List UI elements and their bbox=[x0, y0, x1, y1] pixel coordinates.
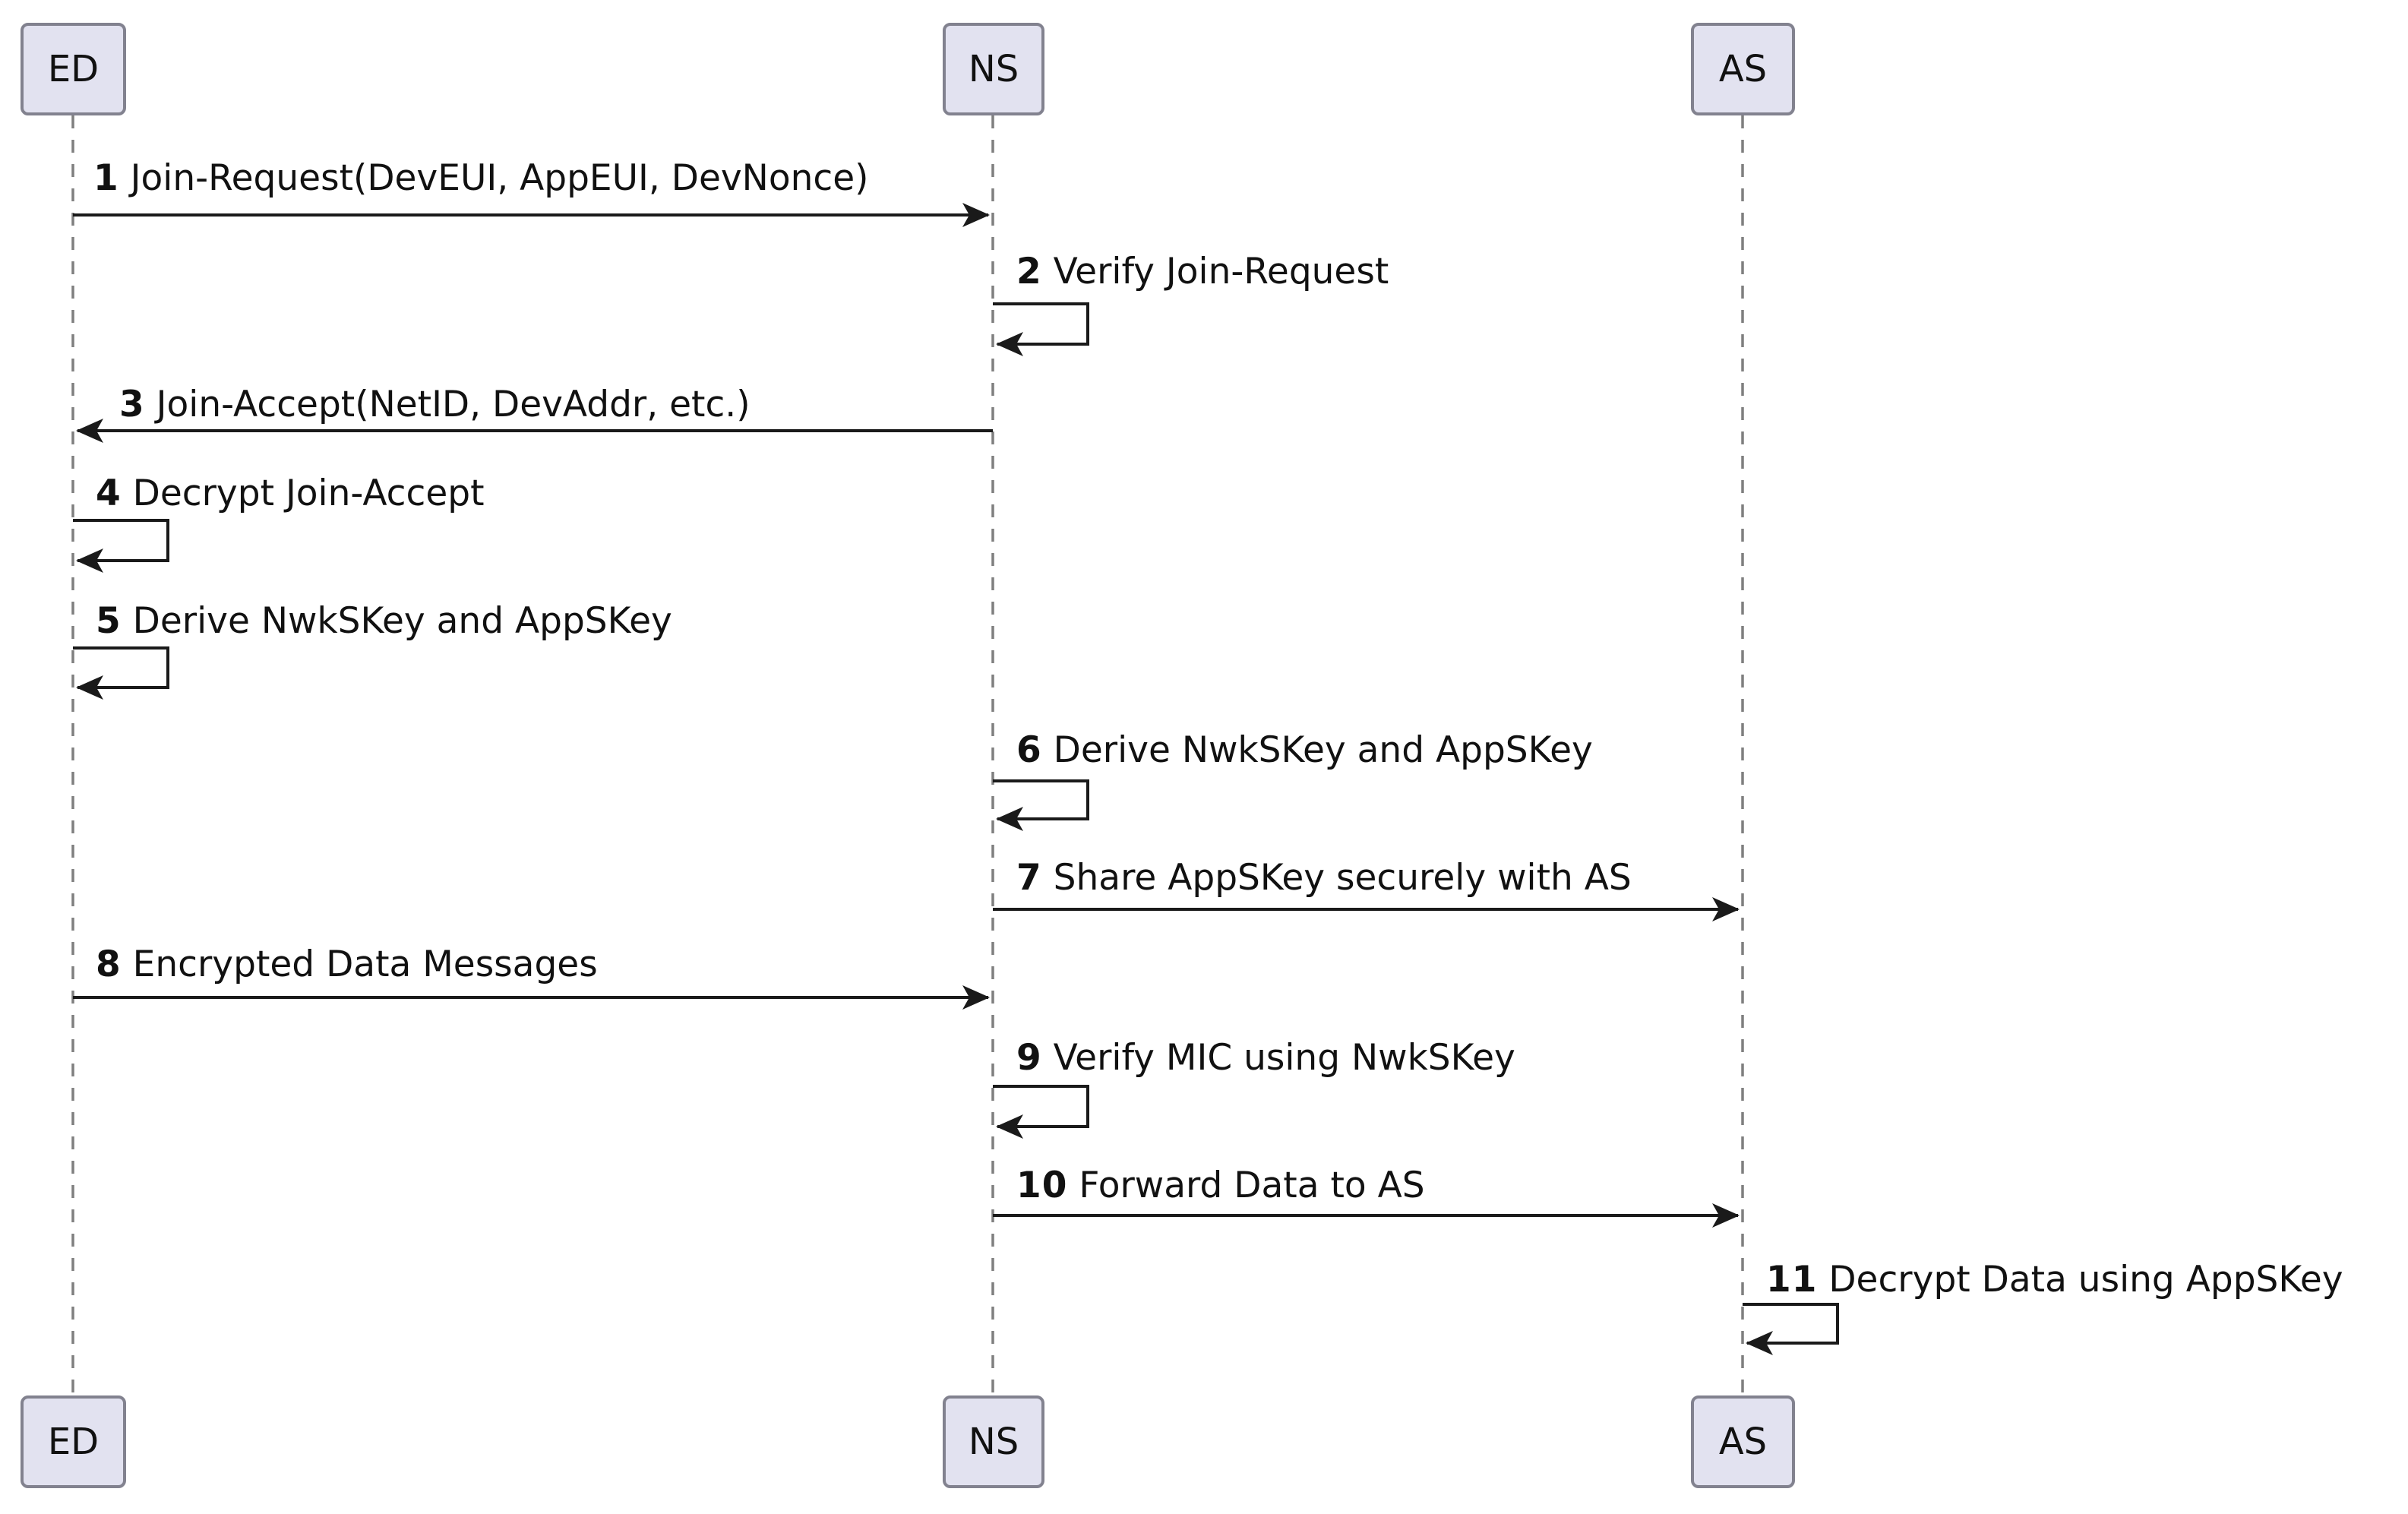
message-11-arrow bbox=[1743, 1303, 1839, 1355]
message-4-text: Decrypt Join-Accept bbox=[132, 473, 485, 514]
message-10-label: 10 Forward Data to AS bbox=[1016, 1165, 1425, 1207]
message-10-number: 10 bbox=[1016, 1165, 1068, 1206]
message-5-arrow bbox=[73, 646, 169, 700]
message-11-text: Decrypt Data using AppSKey bbox=[1828, 1259, 2343, 1301]
message-1-number: 1 bbox=[93, 157, 119, 199]
message-4-number: 4 bbox=[96, 473, 122, 514]
message-8-label: 8 Encrypted Data Messages bbox=[96, 943, 598, 986]
message-8-text: Encrypted Data Messages bbox=[132, 943, 598, 985]
message-3-label: 3 Join-Accept(NetID, DevAddr, etc.) bbox=[119, 384, 751, 426]
message-1-text: Join-Request(DevEUI, AppEUI, DevNonce) bbox=[130, 157, 869, 199]
message-7-number: 7 bbox=[1016, 857, 1042, 899]
participant-ns-foot: NS bbox=[943, 1395, 1044, 1488]
participant-ed-foot-label: ED bbox=[47, 1421, 100, 1463]
participant-ed-label: ED bbox=[47, 48, 100, 90]
message-4-arrow bbox=[73, 519, 169, 573]
message-7-text: Share AppSKey securely with AS bbox=[1053, 857, 1632, 899]
message-6-arrow bbox=[993, 779, 1089, 831]
message-7-label: 7 Share AppSKey securely with AS bbox=[1016, 857, 1632, 899]
participant-ed-foot: ED bbox=[21, 1395, 126, 1488]
message-11-number: 11 bbox=[1766, 1259, 1818, 1301]
message-6-label: 6 Derive NwkSKey and AppSKey bbox=[1016, 729, 1593, 772]
message-2-label: 2 Verify Join-Request bbox=[1016, 251, 1389, 293]
participant-ns-label: NS bbox=[968, 48, 1019, 90]
message-9-number: 9 bbox=[1016, 1037, 1042, 1079]
message-8-number: 8 bbox=[96, 943, 122, 985]
message-10-text: Forward Data to AS bbox=[1079, 1165, 1425, 1206]
message-2-text: Verify Join-Request bbox=[1053, 251, 1389, 292]
message-9-text: Verify MIC using NwkSKey bbox=[1053, 1037, 1515, 1079]
participant-as-label: AS bbox=[1718, 48, 1768, 90]
participant-ed-head: ED bbox=[21, 23, 126, 115]
participant-ns-head: NS bbox=[943, 23, 1044, 115]
message-1-label: 1 Join-Request(DevEUI, AppEUI, DevNonce) bbox=[93, 157, 868, 200]
message-9-label: 9 Verify MIC using NwkSKey bbox=[1016, 1037, 1515, 1079]
message-11-label: 11 Decrypt Data using AppSKey bbox=[1766, 1259, 2343, 1301]
message-3-text: Join-Accept(NetID, DevAddr, etc.) bbox=[156, 384, 751, 425]
participant-ns-foot-label: NS bbox=[968, 1421, 1019, 1463]
message-6-text: Derive NwkSKey and AppSKey bbox=[1053, 729, 1593, 771]
message-3-number: 3 bbox=[119, 384, 145, 425]
message-5-number: 5 bbox=[96, 600, 122, 642]
message-2-arrow bbox=[993, 302, 1089, 356]
message-4-label: 4 Decrypt Join-Accept bbox=[96, 473, 485, 515]
message-2-number: 2 bbox=[1016, 251, 1042, 292]
message-5-text: Derive NwkSKey and AppSKey bbox=[132, 600, 672, 642]
participant-as-foot-label: AS bbox=[1718, 1421, 1768, 1463]
participant-as-foot: AS bbox=[1691, 1395, 1795, 1488]
message-5-label: 5 Derive NwkSKey and AppSKey bbox=[96, 600, 672, 643]
message-6-number: 6 bbox=[1016, 729, 1042, 771]
message-9-arrow bbox=[993, 1085, 1089, 1139]
participant-as-head: AS bbox=[1691, 23, 1795, 115]
